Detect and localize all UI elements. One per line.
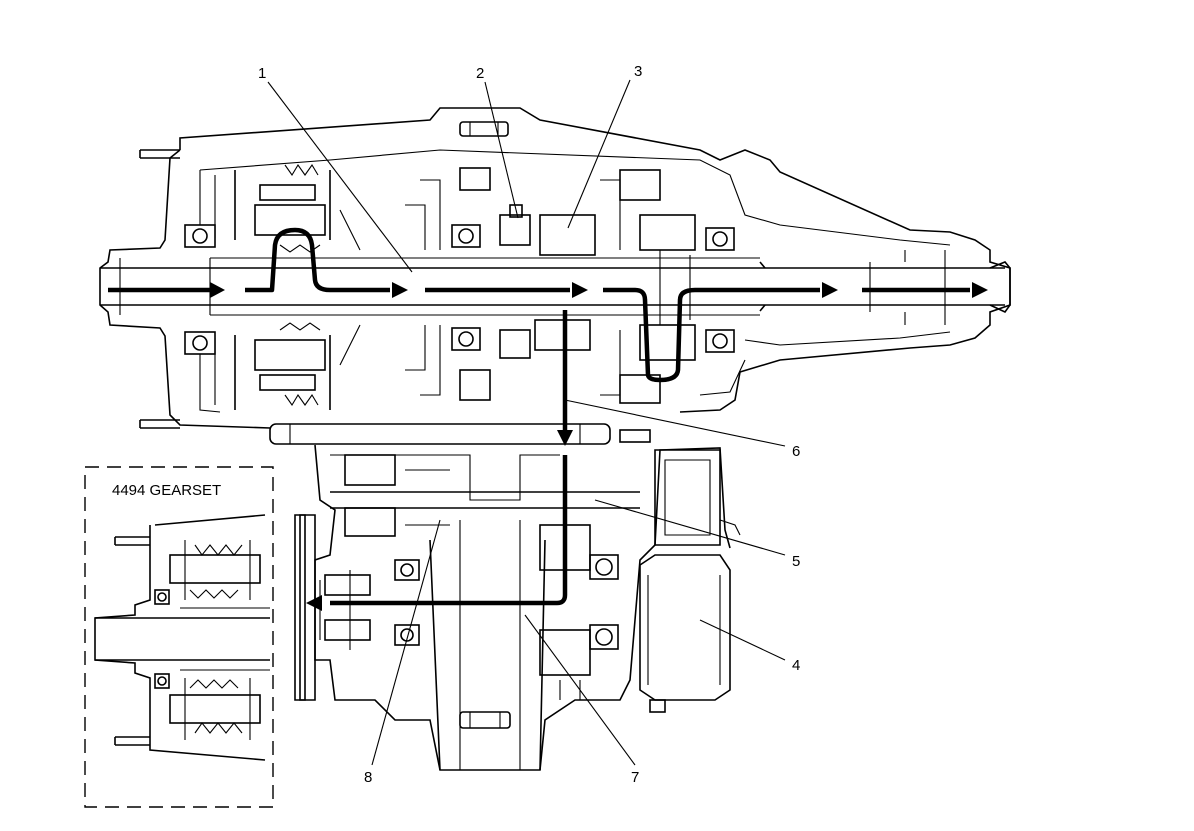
bearing-output-upper — [589, 554, 619, 580]
bearing-front-lower — [184, 331, 216, 355]
callout-5: 5 — [792, 553, 800, 570]
callout-4: 4 — [792, 657, 800, 674]
leader-7 — [524, 614, 636, 766]
planetary-gearset — [234, 163, 361, 410]
input-mainshaft — [100, 250, 1011, 325]
leader-6 — [564, 399, 786, 447]
front-output-housing — [299, 444, 731, 771]
bearing-rear-lower — [705, 329, 735, 353]
callout-1: 1 — [258, 65, 266, 82]
leader-5 — [594, 499, 786, 556]
callout-6: 6 — [792, 443, 800, 460]
drive-chain — [269, 423, 651, 445]
callout-labels: 1 2 3 4 5 6 7 8 — [258, 63, 800, 786]
callout-8: 8 — [364, 769, 372, 786]
callout-3: 3 — [634, 63, 642, 80]
leader-1 — [267, 81, 413, 273]
encoder-motor — [639, 449, 741, 713]
bearing-rear-upper — [705, 227, 735, 251]
inset-4494-gearset: 4494 GEARSET — [84, 466, 274, 808]
leader-2 — [484, 81, 519, 219]
front-output-flange — [294, 514, 306, 701]
bearings — [184, 224, 735, 650]
bearing-front-output-lower — [394, 624, 420, 646]
callout-7: 7 — [631, 769, 639, 786]
inset-title: 4494 GEARSET — [112, 482, 221, 499]
leader-3 — [567, 79, 631, 229]
range-shift-fork — [405, 167, 531, 401]
mode-shift-collar — [534, 169, 696, 404]
inset-gearset-drawing — [94, 514, 270, 761]
bearing-output-lower — [589, 624, 619, 650]
callout-leaders — [267, 79, 786, 766]
bearing-front-upper — [184, 224, 216, 248]
leader-4 — [699, 619, 786, 661]
leader-8 — [371, 519, 441, 766]
bearing-mid-lower — [451, 327, 481, 351]
bearing-front-output-upper — [394, 559, 420, 581]
callout-2: 2 — [476, 65, 484, 82]
bearing-mid-upper — [451, 224, 481, 248]
power-flow-path — [108, 227, 988, 611]
transfer-case-housing — [99, 107, 1011, 429]
